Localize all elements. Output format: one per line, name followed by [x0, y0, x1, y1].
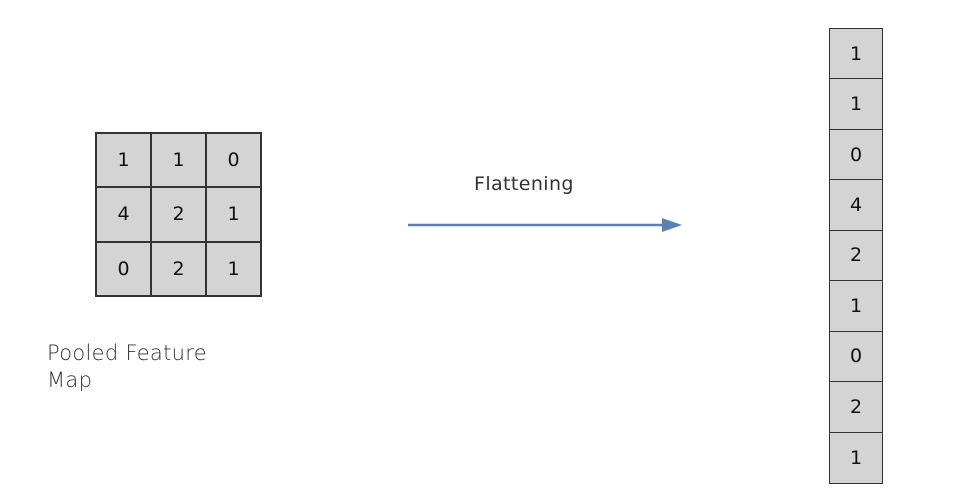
- vector-cell: 1: [830, 79, 882, 130]
- grid-cell: 2: [151, 241, 206, 296]
- grid-cell: 2: [151, 187, 206, 242]
- vector-cell: 1: [849, 446, 863, 469]
- grid-cell: 4: [96, 187, 151, 242]
- grid-cell: 0: [96, 241, 151, 296]
- caption-line: Map: [47, 368, 93, 392]
- vector-cell: 2: [830, 382, 882, 433]
- vector-cell: 4: [830, 180, 882, 231]
- vector-cell: 1: [830, 281, 882, 332]
- grid-cell: 0: [206, 133, 261, 188]
- flattening-label: Flattening: [474, 173, 574, 195]
- grid-cell: 1: [96, 133, 151, 188]
- caption-line: Pooled Feature: [47, 341, 207, 365]
- grid-cell: 1: [151, 133, 206, 188]
- grid-cell: 1: [206, 187, 261, 242]
- flattened-vector: 1 1 0 4 2 1 0 2 1: [829, 28, 883, 484]
- flattening-arrow: [408, 218, 682, 232]
- vector-cell: 2: [830, 231, 882, 282]
- grid-cell: 1: [206, 241, 261, 296]
- vector-cell: 0: [830, 332, 882, 383]
- vector-cell: 1: [830, 29, 882, 80]
- vector-cell: 0: [830, 130, 882, 181]
- pooled-feature-map-grid: 1 1 0 4 2 1 0 2 1: [95, 132, 262, 297]
- pooled-feature-map-caption: Pooled Feature Map: [47, 340, 267, 394]
